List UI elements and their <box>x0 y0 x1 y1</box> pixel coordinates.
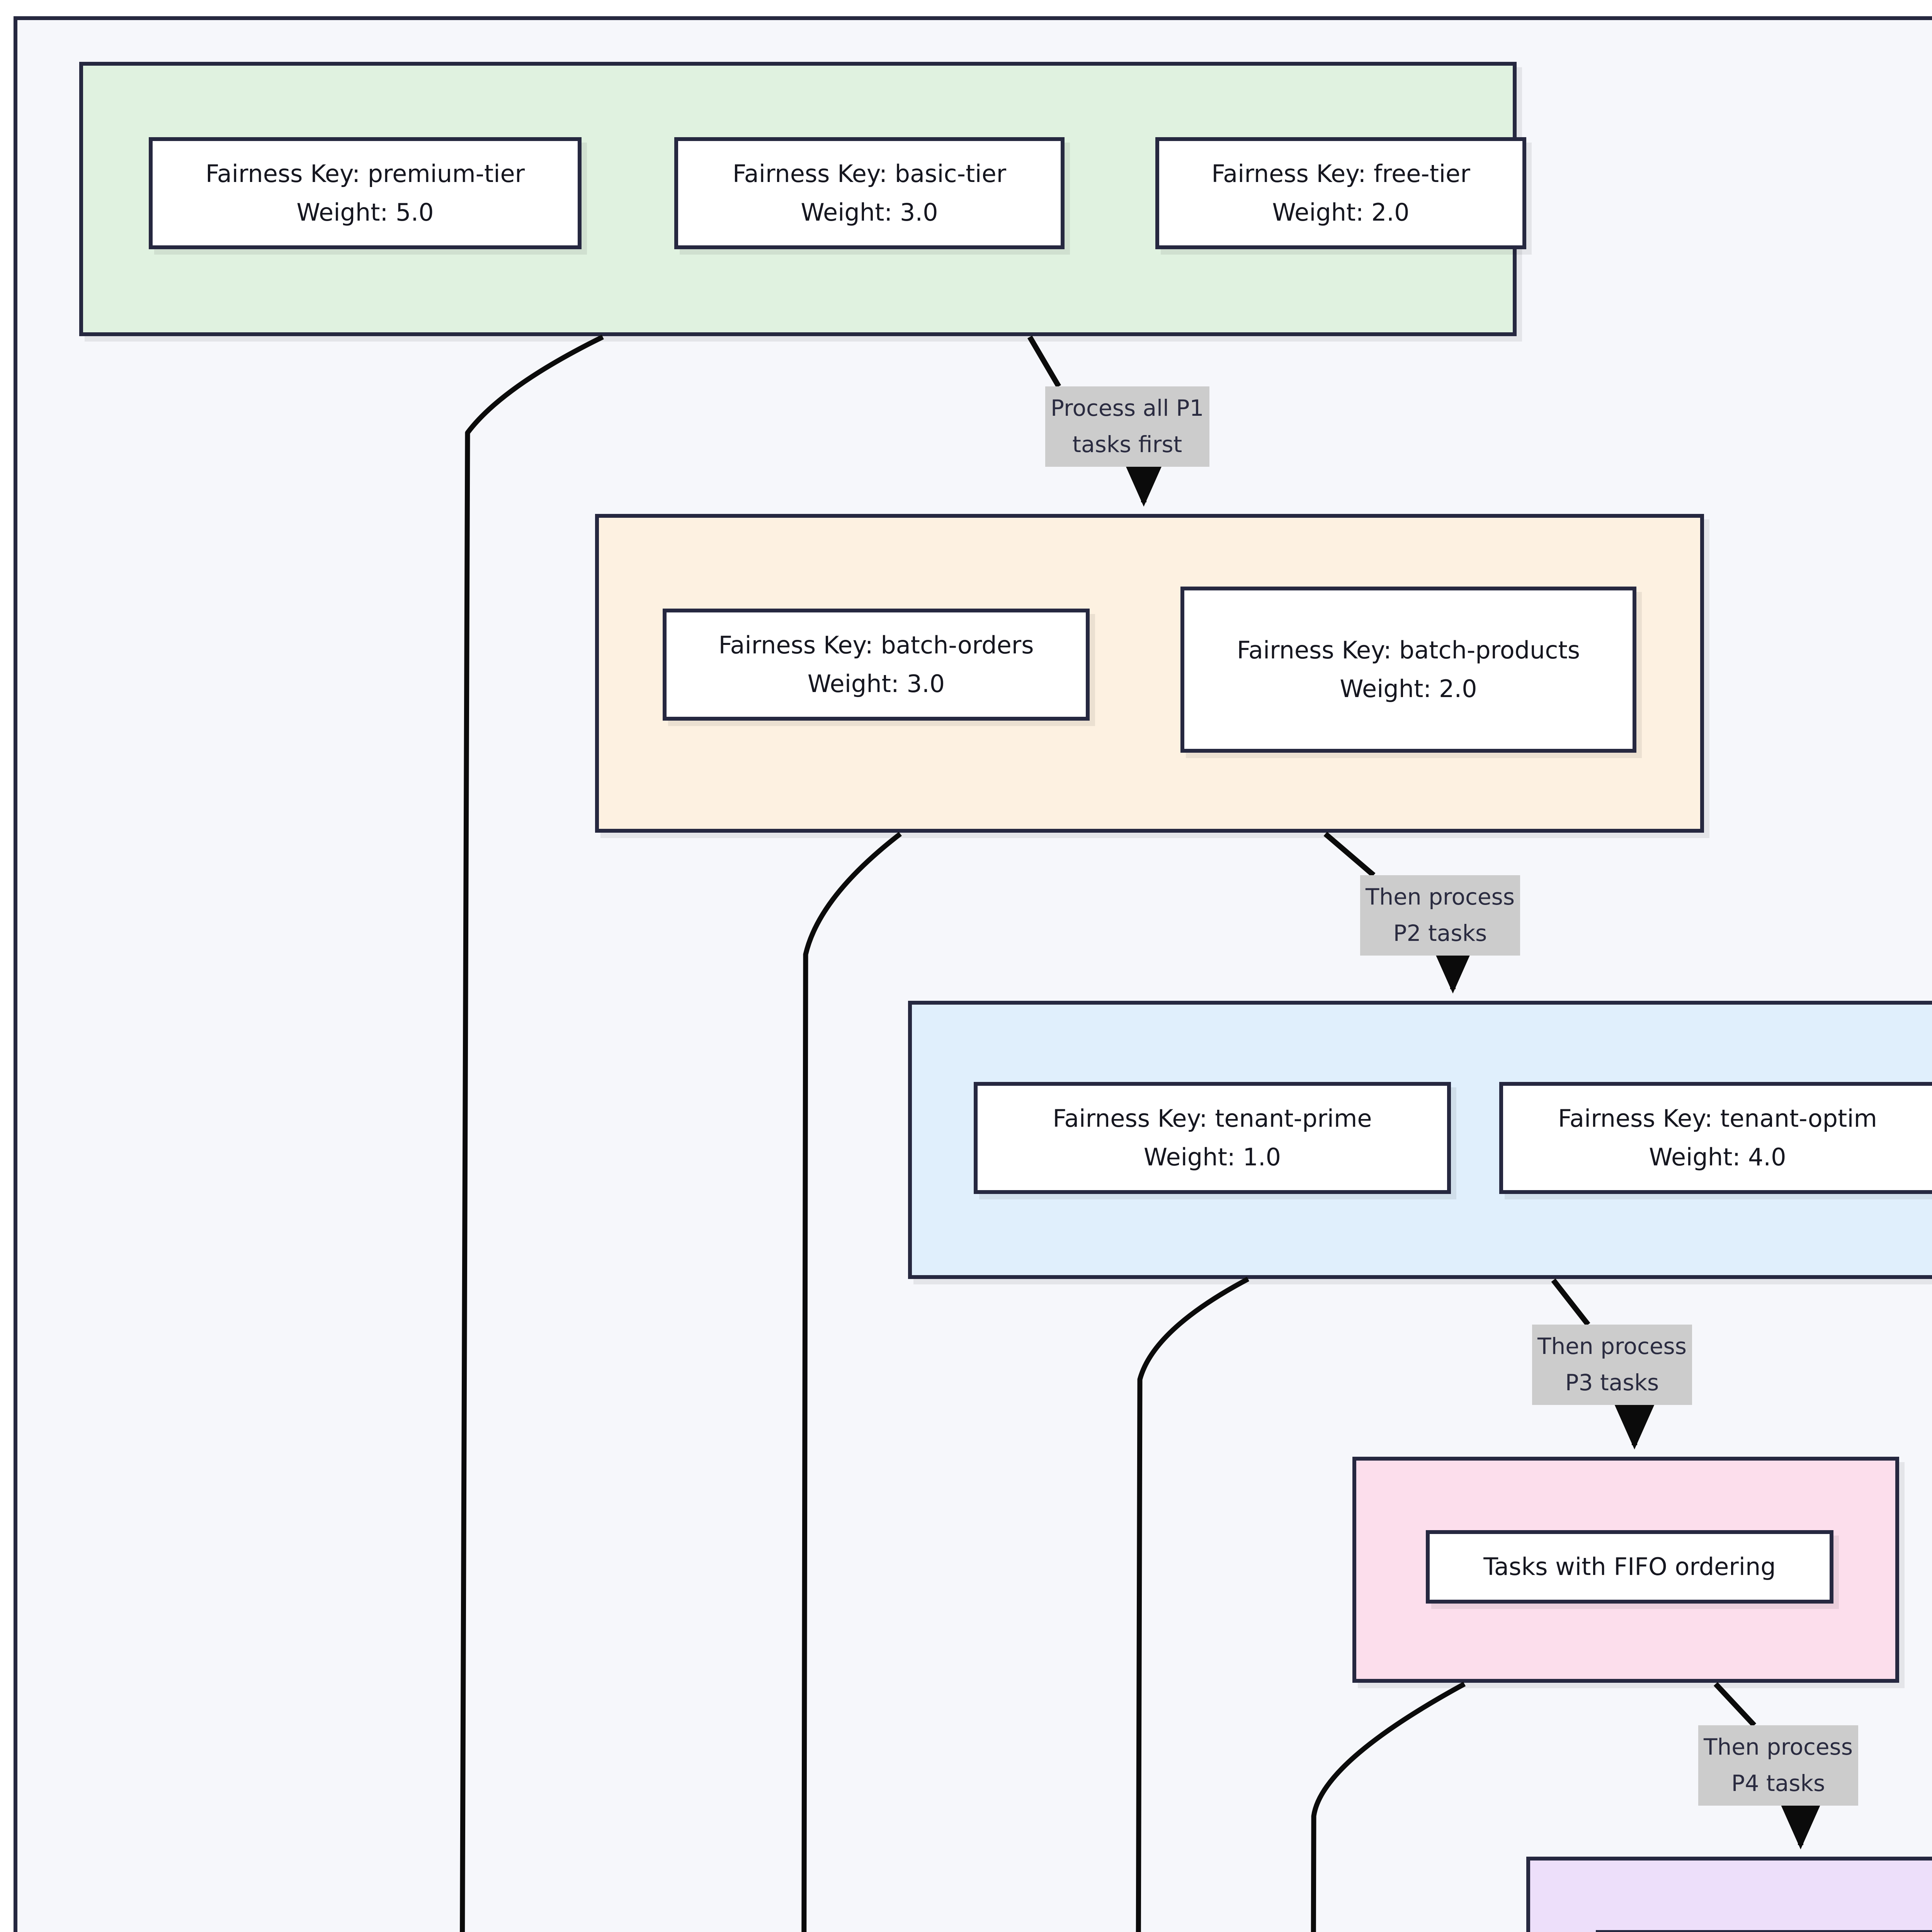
fifo-box-p5[interactable]: Tasks with FIFO ordering <box>1596 1930 1932 1932</box>
fairness-key-box-tenant-optim[interactable]: Fairness Key: tenant-optim Weight: 4.0 <box>1499 1082 1932 1194</box>
edge-label-line-1: Then process <box>1537 1333 1687 1359</box>
fifo-label: Tasks with FIFO ordering <box>1483 1552 1776 1581</box>
fairness-key-box-free-tier[interactable]: Fairness Key: free-tier Weight: 2.0 <box>1155 137 1526 249</box>
fairness-key-box-batch-products[interactable]: Fairness Key: batch-products Weight: 2.0 <box>1180 587 1636 753</box>
fairness-key-label: Fairness Key: free-tier <box>1211 159 1470 188</box>
fairness-key-box-tenant-prime[interactable]: Fairness Key: tenant-prime Weight: 1.0 <box>974 1082 1451 1194</box>
edge-label-p4-to-p5: Then process P4 tasks <box>1698 1725 1858 1806</box>
edge-label-p2-to-p3: Then process P2 tasks <box>1360 875 1520 956</box>
fairness-key-label: Fairness Key: tenant-prime <box>1053 1104 1372 1133</box>
edge-label-p1-to-p2: Process all P1 tasks first <box>1045 386 1209 467</box>
fifo-box-p4[interactable]: Tasks with FIFO ordering <box>1426 1530 1833 1604</box>
fairness-key-label: Fairness Key: basic-tier <box>732 159 1007 188</box>
edge-label-line-2: P2 tasks <box>1393 920 1487 946</box>
fairness-key-box-basic-tier[interactable]: Fairness Key: basic-tier Weight: 3.0 <box>674 137 1065 249</box>
edge-label-line-2: P4 tasks <box>1731 1770 1825 1796</box>
edge-label-p3-to-p4: Then process P3 tasks <box>1532 1325 1692 1405</box>
fairness-key-label: Fairness Key: tenant-optim <box>1558 1104 1877 1133</box>
edge-label-line-1: Process all P1 <box>1051 395 1204 421</box>
cluster-priority-level-5 <box>1526 1857 1932 1932</box>
fairness-key-box-batch-orders[interactable]: Fairness Key: batch-orders Weight: 3.0 <box>663 609 1090 721</box>
fairness-key-label: Fairness Key: batch-orders <box>718 631 1034 659</box>
weight-label: Weight: 4.0 <box>1649 1143 1786 1171</box>
weight-label: Weight: 3.0 <box>807 670 945 698</box>
edge-label-line-2: P3 tasks <box>1565 1369 1659 1396</box>
edge-label-line-2: tasks first <box>1072 431 1182 457</box>
weight-label: Weight: 1.0 <box>1143 1143 1281 1171</box>
fairness-key-label: Fairness Key: batch-products <box>1236 636 1580 664</box>
edge-label-line-1: Then process <box>1366 884 1515 910</box>
weight-label: Weight: 5.0 <box>296 198 434 226</box>
edge-label-line-1: Then process <box>1704 1734 1853 1760</box>
fairness-key-box-premium-tier[interactable]: Fairness Key: premium-tier Weight: 5.0 <box>149 137 582 249</box>
weight-label: Weight: 2.0 <box>1340 675 1477 703</box>
fairness-key-label: Fairness Key: premium-tier <box>205 159 525 188</box>
weight-label: Weight: 2.0 <box>1272 198 1410 226</box>
weight-label: Weight: 3.0 <box>801 198 938 226</box>
